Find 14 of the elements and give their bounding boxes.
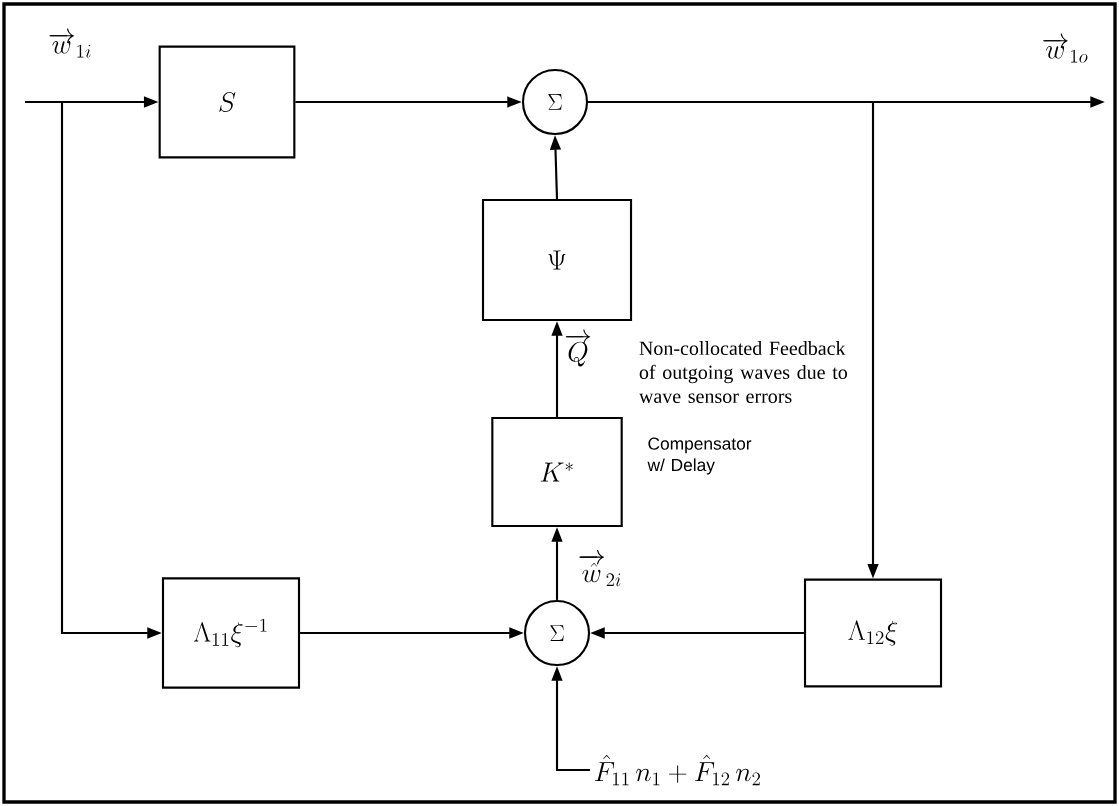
input-formula: $\hat{F}_{11}\, n_{1} + \hat{F}_{12}\, n_{2}$ <box>595 754 760 786</box>
note-text: Non-collocated Feedback of outgoing waves due to wave sensor errors <box>638 341 848 404</box>
summing-junction: $\Sigma$ <box>521 68 589 136</box>
signal-label: $\overrightarrow{Q}$ <box>565 329 591 367</box>
block-caption: Compensator w/ Delay <box>647 437 752 475</box>
signal-label: $\overrightarrow{w}_{1o}$ <box>1043 33 1088 63</box>
block-box: $K^{*}$ <box>491 416 623 528</box>
block-box: $\Lambda_{12}\xi$ <box>803 578 943 688</box>
signal-label: $\overrightarrow{\hat{w}}_{2i}$ <box>579 549 621 587</box>
block-box: $\Lambda_{11}\xi^{-1}$ <box>161 577 301 689</box>
signal-label: $\overrightarrow{w}_{1i}$ <box>49 28 91 58</box>
summing-junction: $\Sigma$ <box>523 599 591 667</box>
block-box: $S$ <box>158 45 296 159</box>
block-box: $\Psi$ <box>481 198 633 322</box>
